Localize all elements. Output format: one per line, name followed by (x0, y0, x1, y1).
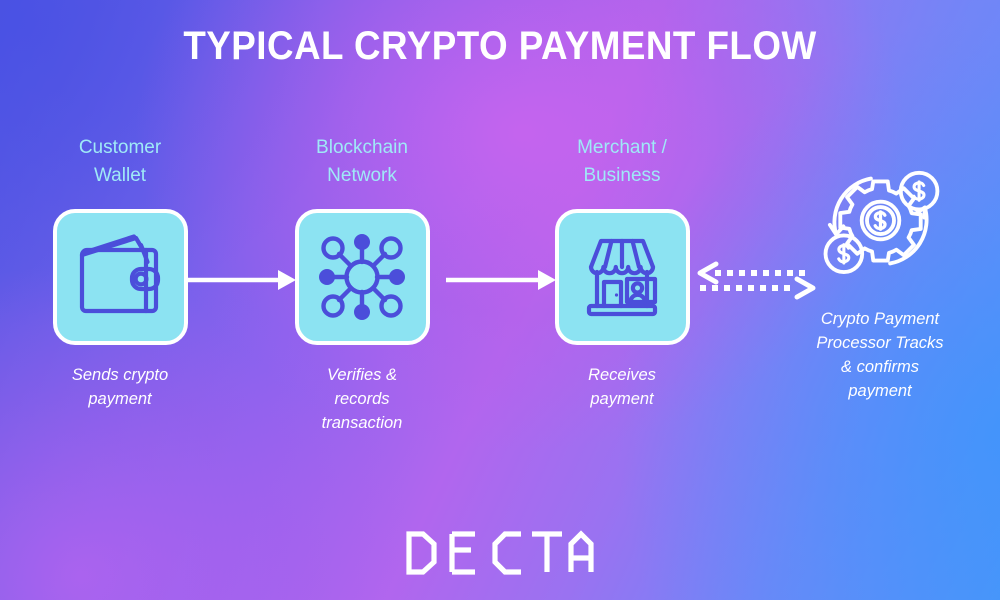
step-label-customer-wallet: Customer Wallet (78, 137, 162, 186)
connector-merchant-to-processor (695, 258, 820, 309)
gear-dollar-cycle-icon (823, 170, 939, 275)
step-caption-blockchain-network: Verifies & records transaction (321, 366, 403, 432)
step-caption-crypto-payment-processor: Crypto Payment Processor Tracks & confir… (816, 310, 944, 400)
brand-logo-decta (0, 530, 1000, 576)
connector-wallet-to-network (186, 266, 298, 299)
step-caption-customer-wallet: Sends crypto payment (71, 366, 169, 408)
tile-merchant-business (554, 209, 690, 345)
network-nodes-icon (319, 234, 405, 320)
step-label-blockchain-network: Blockchain Network (316, 137, 408, 186)
step-label-merchant-business: Merchant / Business (577, 137, 667, 186)
step-blockchain-network: Blockchain Network (252, 134, 472, 435)
arrow-right-icon (186, 270, 296, 290)
step-caption-merchant-business: Receives payment (588, 366, 656, 408)
step-crypto-payment-processor: Crypto Payment Processor Tracks & confir… (770, 134, 990, 403)
tile-blockchain-network (294, 209, 430, 345)
dashed-double-arrow-icon (697, 261, 816, 300)
decta-wordmark-icon (406, 530, 594, 575)
wallet-icon (79, 234, 161, 314)
connector-network-to-merchant (446, 266, 558, 299)
icon-wrap-crypto-payment-processor (813, 153, 948, 289)
tile-customer-wallet (52, 209, 188, 345)
step-merchant-business: Merchant / Business (512, 134, 732, 411)
page-title: TYPICAL CRYPTO PAYMENT FLOW (183, 24, 817, 68)
storefront-icon (586, 238, 658, 317)
step-customer-wallet: Customer Wallet Sends crypto payment (10, 134, 230, 411)
arrow-right-icon (446, 270, 556, 290)
